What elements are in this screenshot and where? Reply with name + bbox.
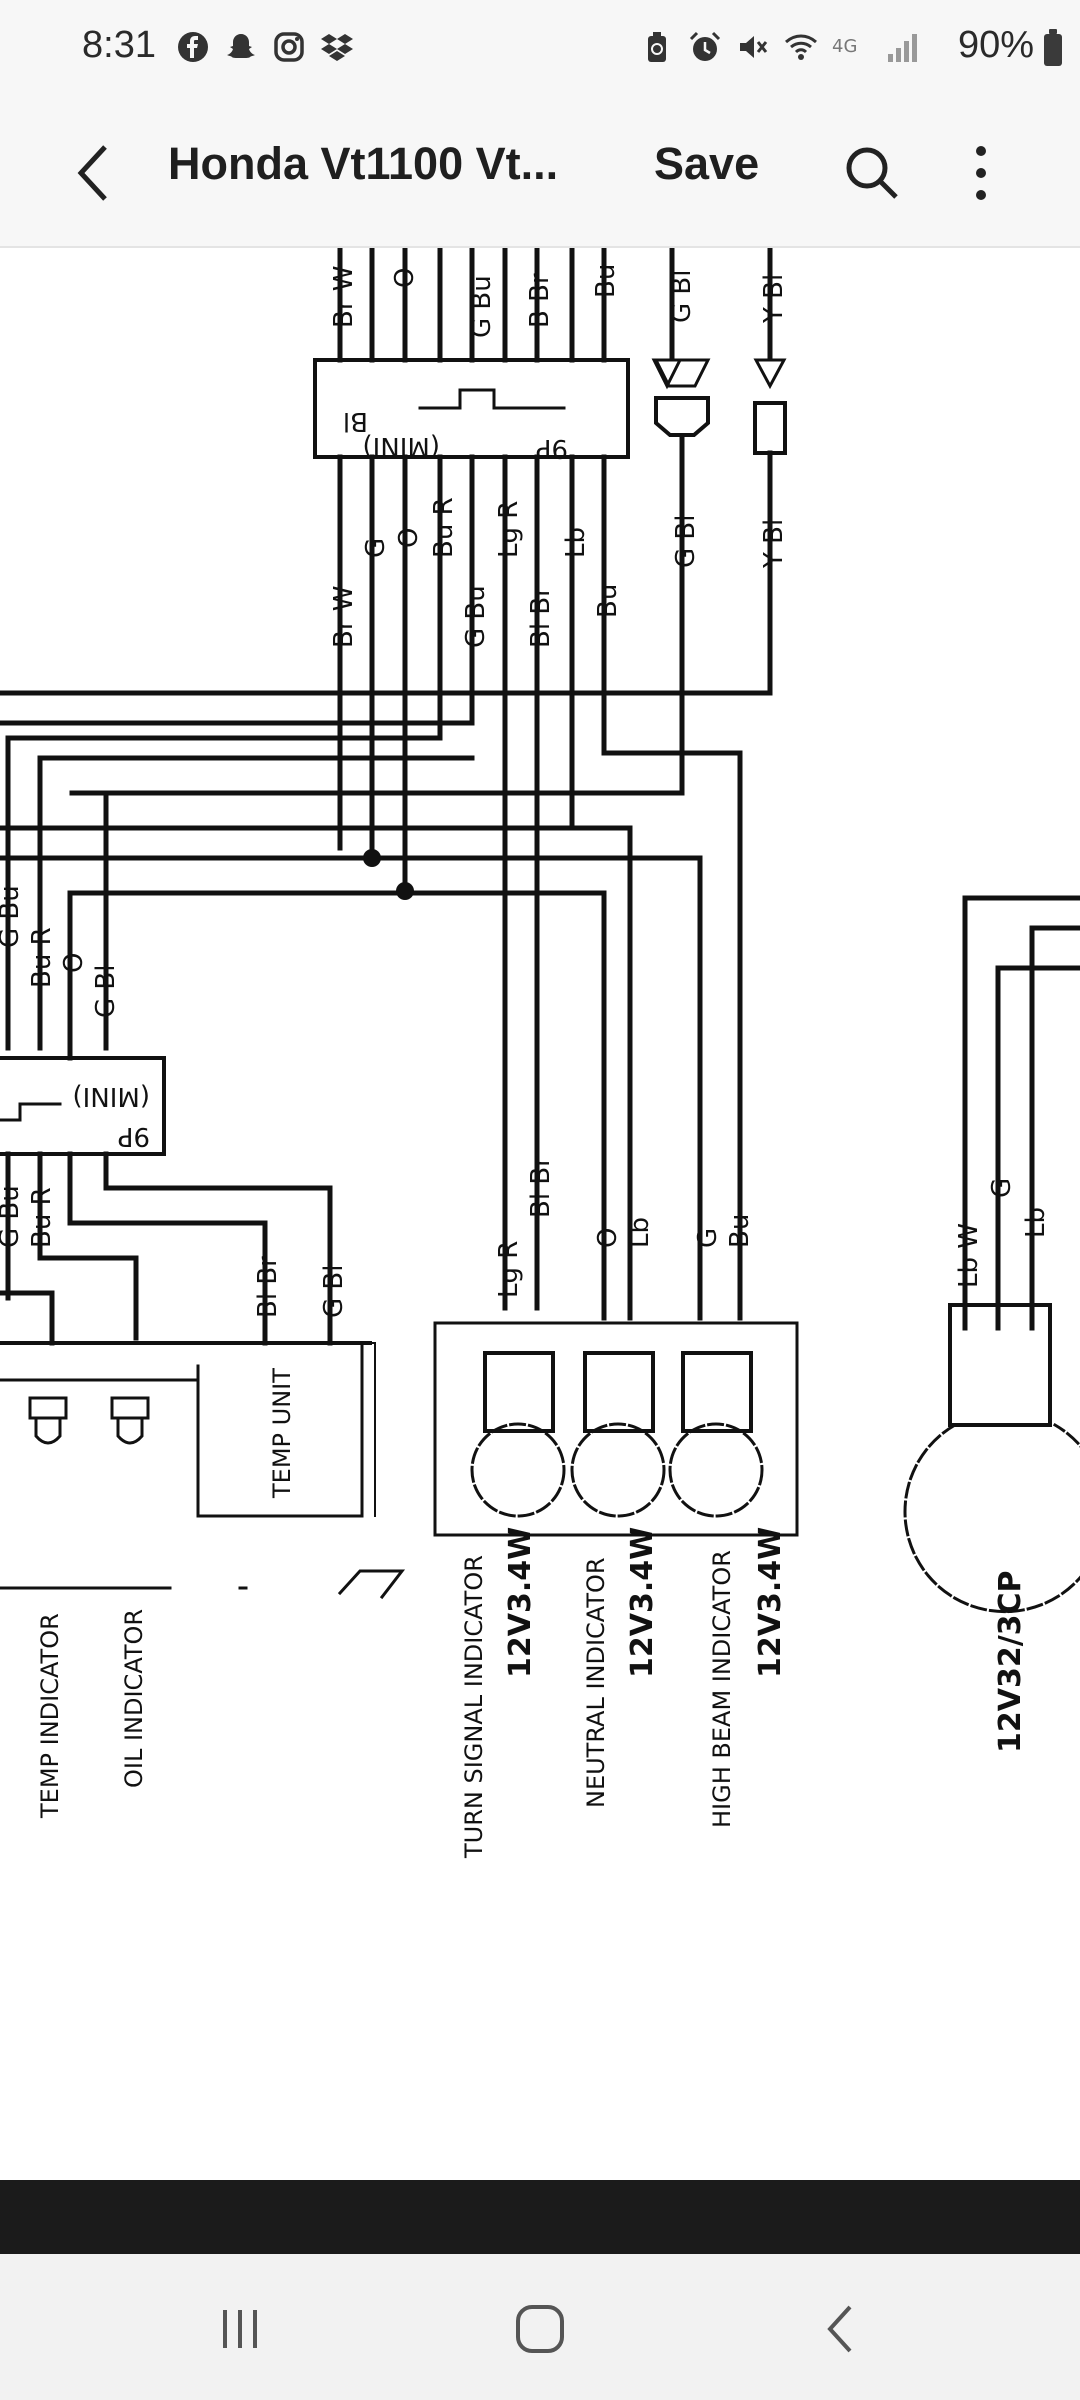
indicator-box xyxy=(433,1321,799,1537)
battery-level: 90% xyxy=(957,24,1034,66)
wire-label: Bu xyxy=(593,584,623,618)
caption-turn-rating: 12V3.4W xyxy=(503,1527,538,1678)
search-icon xyxy=(846,147,898,199)
wire-label: B Br xyxy=(525,273,555,328)
home-icon xyxy=(516,2305,564,2353)
wire-label: Br W xyxy=(329,266,359,329)
home-button[interactable] xyxy=(500,2294,580,2364)
more-options-button[interactable] xyxy=(956,130,1006,216)
wifi-icon xyxy=(785,34,817,60)
wire-label: G Bu xyxy=(0,1185,25,1248)
wire-label: Bu R xyxy=(429,497,459,558)
connector-label: 9P xyxy=(118,1121,150,1151)
wiring-diagram[interactable]: Br W O G Bu B Br Bu G Bl Y Bl Bl (MINI) … xyxy=(0,248,1080,2178)
wire-label: G Bl xyxy=(667,270,697,323)
search-button[interactable] xyxy=(832,130,912,216)
wire-label: Lb xyxy=(561,527,591,558)
caption-neutral-rating: 12V3.4W xyxy=(625,1527,660,1678)
page-title: Honda Vt1100 Vt... xyxy=(168,138,559,189)
connector-label: (MINI) xyxy=(362,431,440,461)
system-nav-bar xyxy=(0,2254,1080,2400)
back-button[interactable] xyxy=(58,130,128,216)
wire-label: Bu R xyxy=(27,1187,57,1248)
battery-icon xyxy=(1044,29,1062,66)
recent-apps-button[interactable] xyxy=(200,2294,280,2364)
wire-label: Lb xyxy=(1021,1207,1051,1238)
wire-label: Bl Br xyxy=(526,1156,556,1218)
image-viewer[interactable]: Br W O G Bu B Br Bu G Bl Y Bl Bl (MINI) … xyxy=(0,248,1080,2178)
wire-label: O xyxy=(390,268,420,288)
wire-label: Y Bl xyxy=(759,274,789,324)
alarm-icon xyxy=(689,31,721,61)
caption-high-indicator: HIGH BEAM INDICATOR xyxy=(708,1550,736,1828)
recent-apps-icon xyxy=(223,2310,257,2348)
wire-label: G Bu xyxy=(467,275,497,338)
system-icons: 4G xyxy=(640,30,920,64)
signal-icon xyxy=(888,34,917,62)
snapchat-icon xyxy=(227,34,255,58)
save-button[interactable]: Save xyxy=(654,138,760,189)
chevron-left-icon xyxy=(77,145,107,201)
facebook-icon xyxy=(178,32,208,62)
notification-icons xyxy=(176,30,354,64)
wire-label: Lg R xyxy=(494,1241,524,1298)
instagram-icon xyxy=(274,32,304,62)
wire-label: Bl Br xyxy=(253,1256,283,1318)
wire-label: G Bu xyxy=(0,885,25,948)
caption-neutral-indicator: NEUTRAL INDICATOR xyxy=(582,1557,610,1808)
wire-label: G xyxy=(987,1178,1017,1198)
app-bar: Honda Vt1100 Vt... Save xyxy=(0,100,1080,248)
network-type: 4G xyxy=(832,36,857,57)
connector-mid xyxy=(0,1056,166,1156)
wire-label: G Bl xyxy=(91,965,121,1018)
caption-turn-indicator: TURN SIGNAL INDICATOR xyxy=(460,1555,488,1859)
connector-label: Bl xyxy=(343,406,368,436)
caption-high-rating: 12V3.4W xyxy=(753,1527,788,1678)
wire-label: G Bl xyxy=(671,515,701,568)
lte-icon: 4G xyxy=(832,36,857,57)
wire-label: Bu xyxy=(591,264,621,298)
temp-unit-label: TEMP UNIT xyxy=(268,1368,296,1499)
wire-label: G xyxy=(361,538,391,558)
battery-saver-icon xyxy=(648,32,666,62)
caption-oil-indicator: OIL INDICATOR xyxy=(120,1609,148,1788)
status-bar: 8:31 4G 90% xyxy=(0,0,1080,100)
connector-label: 9P xyxy=(536,433,568,463)
caption-temp-indicator: TEMP INDICATOR xyxy=(36,1613,64,1819)
wire-label: Lb xyxy=(625,1217,655,1248)
wire-label: Bl Br xyxy=(526,586,556,648)
wire-label: O xyxy=(59,953,89,973)
more-vert-icon xyxy=(976,146,986,200)
status-time: 8:31 xyxy=(82,24,156,66)
wire-label: O xyxy=(394,528,424,548)
caption-right-rating: 12V32/3CP xyxy=(993,1570,1028,1753)
mute-icon xyxy=(740,36,768,58)
dropbox-icon xyxy=(321,34,353,61)
connector-label: (MINI) xyxy=(72,1081,150,1111)
wire-label: G Bu xyxy=(461,585,491,648)
wire-label: Bu R xyxy=(27,927,57,988)
wire-label: G xyxy=(693,1228,723,1248)
back-icon xyxy=(827,2305,852,2353)
wire-label: Br W xyxy=(329,586,359,649)
wire-label: Lg R xyxy=(494,501,524,558)
wire-label: Y Bl xyxy=(759,519,789,569)
wire-label: Bu xyxy=(725,1214,755,1248)
dark-band xyxy=(0,2180,1080,2254)
wire-label: O xyxy=(593,1228,623,1248)
nav-back-button[interactable] xyxy=(800,2294,880,2364)
wire-label: Lb W xyxy=(954,1223,984,1288)
wire-label: G Bl xyxy=(319,1265,349,1318)
